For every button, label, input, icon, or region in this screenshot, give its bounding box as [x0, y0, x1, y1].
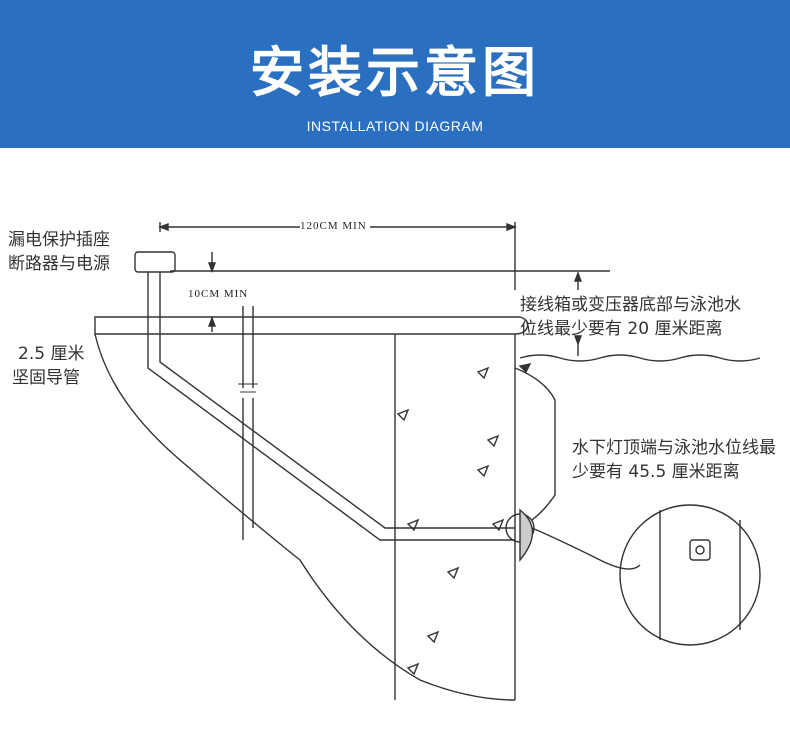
dimension-120-label: 120CM MIN — [300, 220, 367, 232]
pool-coping — [94, 316, 529, 335]
dimension-line-120 — [159, 222, 516, 290]
header-banner: 安装示意图 INSTALLATION DIAGRAM — [0, 0, 790, 148]
water-surface — [519, 354, 761, 362]
vertical-pipe — [242, 306, 254, 540]
conduit-label-2: 坚固导管 — [12, 368, 80, 388]
junction-label-2: 位线最少要有 20 厘米距离 — [520, 319, 723, 339]
page-subtitle: INSTALLATION DIAGRAM — [306, 118, 484, 134]
socket-label-1: 漏电保护插座 — [8, 230, 110, 250]
conduit — [147, 272, 515, 541]
dimension-10-label: 10CM MIN — [188, 288, 249, 300]
conduit-label-1: 2.5 厘米 — [18, 344, 85, 364]
earth-outline — [94, 333, 516, 701]
socket-label-2: 断路器与电源 — [8, 254, 110, 274]
junction-label-1: 接线箱或变压器底部与泳池水 — [520, 295, 741, 315]
pool-wall — [394, 334, 516, 700]
page-title: 安装示意图 — [250, 41, 540, 104]
detail-circle — [619, 504, 761, 646]
socket-box — [134, 251, 176, 273]
light-lens — [519, 508, 534, 562]
light-label-1: 水下灯顶端与泳池水位线最 — [572, 438, 776, 458]
light-label-2: 少要有 45.5 厘米距离 — [572, 462, 740, 482]
